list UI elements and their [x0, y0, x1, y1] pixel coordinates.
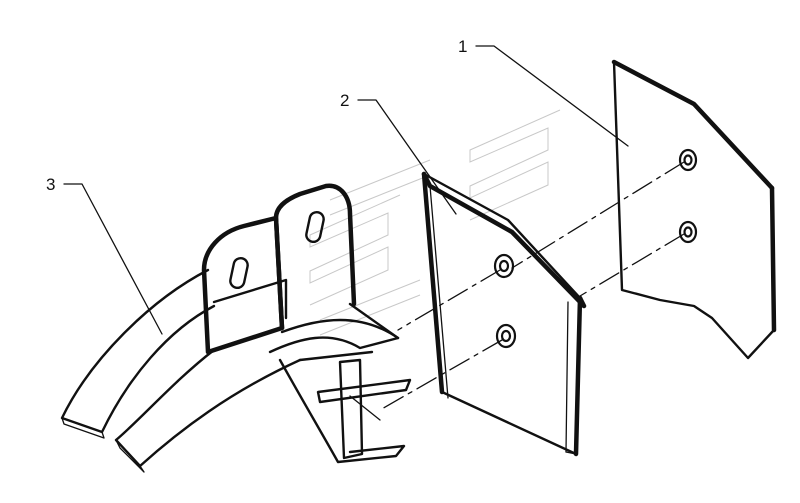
- callout-3: 3: [46, 175, 163, 335]
- callout-2-label: 2: [340, 91, 349, 110]
- part-1-blade: [611, 59, 777, 360]
- callout-1-label: 1: [458, 37, 467, 56]
- bolt-axis-lines: [379, 161, 685, 411]
- part-3-curved-bracket: [60, 183, 412, 473]
- callout-2: 2: [340, 91, 457, 215]
- part-2-wear-plate: [421, 171, 587, 457]
- callout-1: 1: [458, 37, 629, 147]
- callout-3-label: 3: [46, 175, 55, 194]
